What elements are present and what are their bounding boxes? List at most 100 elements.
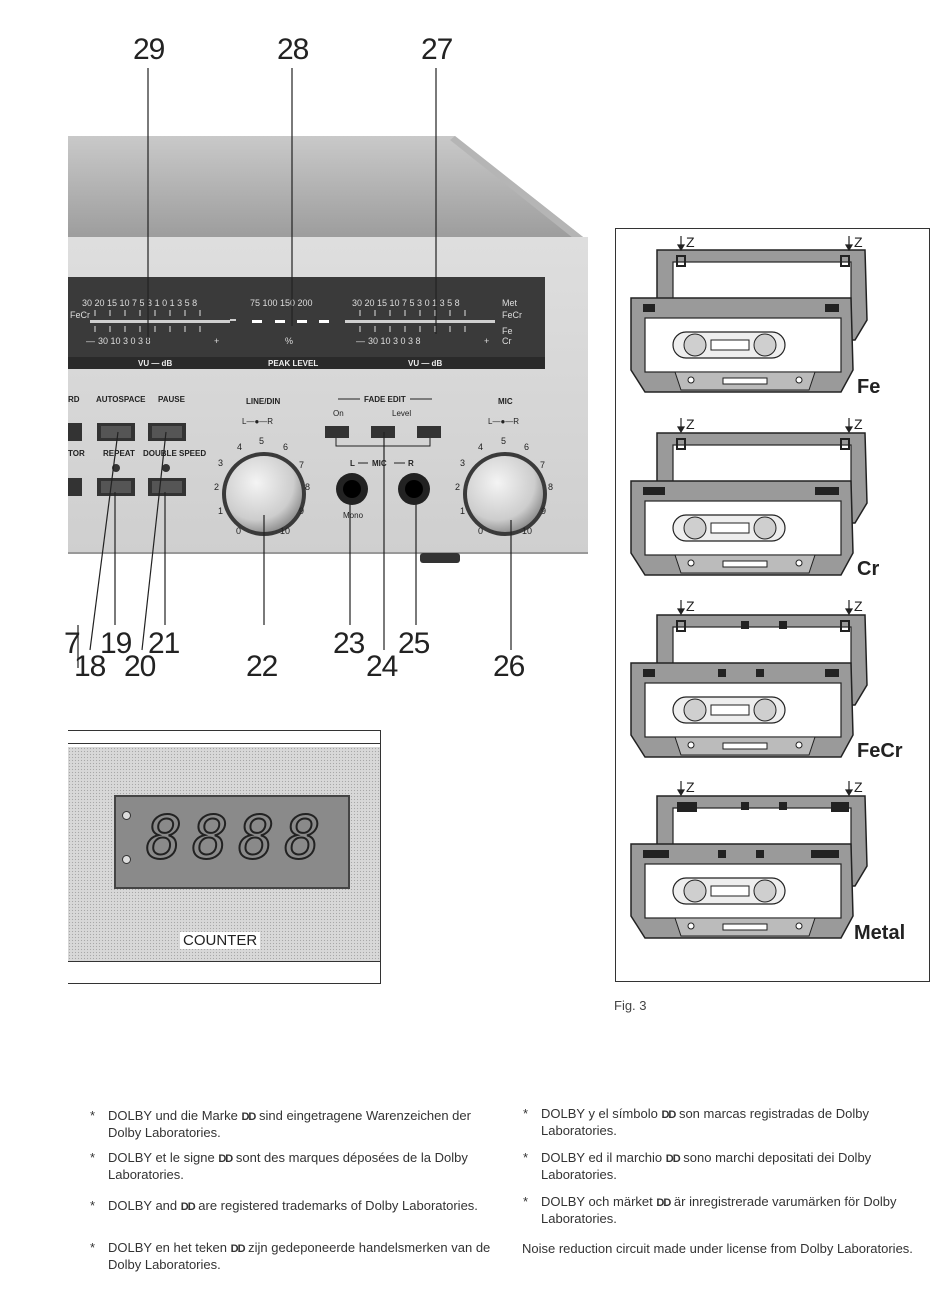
svg-text:3: 3	[218, 458, 223, 468]
dolby-dd-mark: DD	[661, 1109, 676, 1121]
line-din-label: LINE/DIN	[246, 397, 280, 406]
svg-text:4: 4	[478, 442, 483, 452]
z-marker: Z	[686, 416, 695, 432]
footnote-en: * DOLBY and DD are registered trademarks…	[90, 1198, 478, 1213]
dolby-dd-mark: DD	[241, 1111, 256, 1123]
svg-text:—: —	[86, 336, 95, 346]
svg-text:8: 8	[548, 482, 553, 492]
footnote-license: Noise reduction circuit made under licen…	[522, 1241, 913, 1256]
z-marker: Z	[854, 234, 863, 250]
z-marker: Z	[686, 598, 695, 614]
counter-panel: 8888 COUNTER	[68, 730, 381, 984]
svg-text:9: 9	[299, 506, 304, 516]
cassette-types-figure	[630, 236, 868, 939]
indicator-dot	[122, 811, 131, 820]
dolby-dd-mark: DD	[180, 1201, 196, 1213]
svg-text:9: 9	[541, 506, 546, 516]
vu-right-label: VU — dB	[408, 359, 442, 368]
vu-left-label: VU — dB	[138, 359, 172, 368]
meter-right-fe: Fe	[502, 326, 513, 336]
z-marker: Z	[686, 234, 695, 250]
fade-edit-label: FADE EDIT	[364, 395, 406, 404]
figure-caption: Fig. 3	[614, 998, 647, 1013]
figure-3-frame	[615, 228, 930, 982]
pause-label: PAUSE	[158, 395, 186, 404]
mic-label: MIC	[498, 397, 513, 406]
svg-text:10: 10	[280, 526, 290, 536]
footnote-nl: * DOLBY en het teken DD zijn gedeponeerd…	[90, 1240, 491, 1272]
svg-text:5: 5	[259, 436, 264, 446]
meter-right-lower: 30 10 3 0 3 8	[368, 336, 421, 346]
callout-22: 22	[246, 650, 278, 683]
peak-level-label: PEAK LEVEL	[268, 359, 318, 368]
svg-text:L—●—R: L—●—R	[242, 417, 273, 426]
svg-text:8: 8	[305, 482, 310, 492]
svg-text:L—●—R: L—●—R	[488, 417, 519, 426]
svg-text:0: 0	[236, 526, 241, 536]
svg-text:—: —	[356, 336, 365, 346]
meter-left-lower: 30 10 3 0 3 8	[98, 336, 151, 346]
mic-knob	[463, 452, 547, 536]
meter-left-sub: FeCr	[70, 310, 90, 320]
peak-scale: 75 100 150 200	[250, 298, 313, 308]
callout-24: 24	[366, 650, 398, 683]
svg-text:Mono: Mono	[343, 511, 364, 520]
svg-text:5: 5	[501, 436, 506, 446]
counter-digits: 8888	[145, 802, 331, 874]
callout-20: 20	[124, 650, 156, 683]
callout-23: 23	[333, 627, 365, 660]
svg-text:0: 0	[478, 526, 483, 536]
peak-unit: %	[285, 336, 293, 346]
callout-19: 19	[100, 627, 132, 660]
svg-text:TOR: TOR	[68, 449, 85, 458]
cassette-label-fe: Fe	[857, 376, 881, 398]
svg-text:3: 3	[460, 458, 465, 468]
line-din-knob	[222, 452, 306, 536]
footnote-fr: * DOLBY et le signe DD sont des marques …	[90, 1150, 468, 1182]
svg-text:2: 2	[455, 482, 460, 492]
deck-buttons	[68, 423, 441, 496]
callout-21: 21	[148, 627, 180, 660]
z-marker: Z	[854, 598, 863, 614]
repeat-label: REPEAT	[103, 449, 135, 458]
dolby-dd-mark: DD	[218, 1153, 233, 1165]
meter-left-scale: 30 20 15 10 7 5 3 1 0 1 3 5 8	[82, 298, 197, 308]
svg-text:7: 7	[540, 460, 545, 470]
svg-text:RD: RD	[68, 395, 80, 404]
counter-display: 8888	[114, 795, 350, 889]
footnote-sv: * DOLBY och märket DD är inregistrerade …	[523, 1194, 897, 1226]
svg-text:1: 1	[460, 506, 465, 516]
dolby-dd-mark: DD	[230, 1243, 246, 1255]
svg-text:Level: Level	[392, 409, 411, 418]
dolby-dd-mark: DD	[665, 1153, 681, 1165]
meter-right-metal: Met	[502, 298, 518, 308]
cassette-label-cr: Cr	[857, 558, 880, 580]
autospace-label: AUTOSPACE	[96, 395, 146, 404]
cassette-label-fecr: FeCr	[857, 740, 903, 762]
callout-26: 26	[493, 650, 525, 683]
meter-right-fecr: FeCr	[502, 310, 522, 320]
svg-text:MIC: MIC	[372, 459, 387, 468]
cassette-label-metal: Metal	[854, 922, 906, 944]
dolby-dd-mark: DD	[656, 1197, 671, 1209]
meter-right-cr: Cr	[502, 336, 512, 346]
callout-18: 18	[74, 650, 106, 683]
footnote-it: * DOLBY ed il marchio DD sono marchi dep…	[523, 1150, 872, 1182]
svg-text:On: On	[333, 409, 344, 418]
footnote-de: * DOLBY und die Marke DD sind eingetrage…	[90, 1108, 471, 1140]
svg-text:2: 2	[214, 482, 219, 492]
z-marker: Z	[686, 779, 695, 795]
indicator-dot	[122, 855, 131, 864]
svg-text:10: 10	[522, 526, 532, 536]
svg-text:R: R	[408, 459, 414, 468]
double-speed-label: DOUBLE SPEED	[143, 449, 206, 458]
svg-text:6: 6	[283, 442, 288, 452]
counter-label: COUNTER	[180, 932, 261, 949]
callout-27: 27	[421, 33, 453, 66]
svg-text:4: 4	[237, 442, 242, 452]
footnote-es: * DOLBY y el símbolo DD son marcas regis…	[523, 1106, 869, 1138]
meter-right-scale: 30 20 15 10 7 5 3 0 1 3 5 8	[352, 298, 460, 308]
z-marker: Z	[854, 779, 863, 795]
callout-28: 28	[277, 33, 309, 66]
svg-text:1: 1	[218, 506, 223, 516]
